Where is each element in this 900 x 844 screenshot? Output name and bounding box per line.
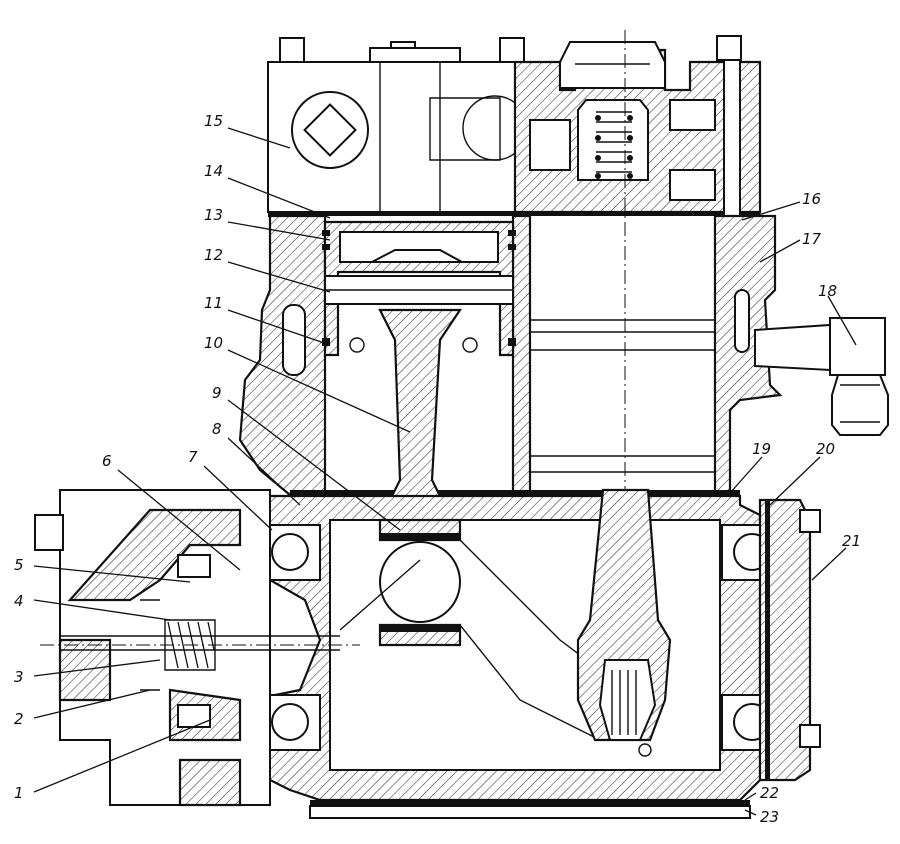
callout-17: 17: [802, 230, 822, 248]
bearings: [259, 498, 821, 782]
left-piston-and-connecting-rod: [322, 220, 516, 522]
callout-12: 12: [204, 246, 223, 264]
callout-19: 19: [752, 440, 771, 458]
callout-3: 3: [14, 668, 24, 686]
callout-labels: 1 2 3 4 5 6 7 8 9 10 11 12 13 14 15 16 1…: [14, 112, 861, 826]
callout-leaders: [33, 127, 857, 816]
callout-1: 1: [14, 784, 24, 802]
cylinder-head: [267, 35, 762, 261]
callout-14: 14: [204, 162, 223, 180]
callout-7: 7: [188, 448, 198, 466]
callout-10: 10: [204, 334, 223, 352]
callout-15: 15: [204, 112, 223, 130]
callout-23: 23: [760, 808, 779, 826]
callout-11: 11: [204, 294, 223, 312]
callout-5: 5: [14, 556, 24, 574]
drive-end-housing: [34, 489, 360, 807]
callout-16: 16: [802, 190, 821, 208]
callout-20: 20: [816, 440, 835, 458]
callout-2: 2: [14, 710, 24, 728]
outlet-fitting: [754, 317, 889, 436]
crankcase: [243, 488, 762, 819]
callout-13: 13: [204, 206, 223, 224]
callout-9: 9: [212, 384, 222, 402]
callout-21: 21: [842, 532, 861, 550]
callout-22: 22: [760, 784, 779, 802]
callout-4: 4: [14, 592, 24, 610]
callout-6: 6: [102, 452, 112, 470]
callout-18: 18: [818, 282, 837, 300]
callout-8: 8: [212, 420, 222, 438]
